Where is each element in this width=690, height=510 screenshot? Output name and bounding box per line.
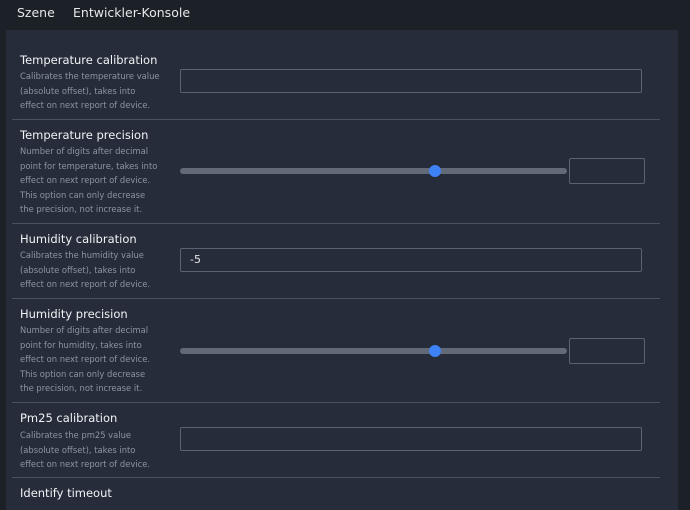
setting-description: Calibrates the humidity value (absolute … xyxy=(20,248,170,292)
divider xyxy=(12,298,660,299)
setting-description: Number of digits after decimal point for… xyxy=(20,144,170,217)
description-line: Number of digits after decimal xyxy=(20,146,149,156)
slider-thumb[interactable] xyxy=(429,165,442,177)
divider xyxy=(12,477,660,478)
description-line: point for temperature, takes into xyxy=(20,160,158,171)
temperature-precision-slider[interactable] xyxy=(180,165,567,177)
slider-thumb[interactable] xyxy=(429,345,442,357)
divider xyxy=(12,119,660,120)
description-line: Number of digits after decimal xyxy=(20,325,149,335)
description-line: the precision, not increase it. xyxy=(20,204,143,215)
description-line: effect on next report of device. xyxy=(20,175,151,186)
description-line: (absolute offset), takes into xyxy=(20,264,136,275)
tab-szene[interactable]: Szene xyxy=(17,5,55,20)
setting-title: Temperature calibration xyxy=(20,53,158,67)
humidity-precision-slider[interactable] xyxy=(180,345,567,357)
pm25-calibration-input[interactable] xyxy=(180,427,642,451)
temperature-precision-input[interactable] xyxy=(569,158,645,184)
description-line: effect on next report of device. xyxy=(20,279,151,290)
temperature-calibration-input[interactable] xyxy=(180,69,642,93)
description-line: (absolute offset), takes into xyxy=(20,444,136,455)
top-tab-bar: Szene Entwickler-Konsole xyxy=(0,0,690,28)
description-line: This option can only decrease xyxy=(20,368,146,379)
setting-title: Temperature precision xyxy=(20,128,149,142)
description-line: the precision, not increase it. xyxy=(20,383,143,394)
setting-description: Calibrates the pm25 value (absolute offs… xyxy=(20,428,170,472)
setting-title: Identify timeout xyxy=(20,486,112,500)
settings-panel: Temperature calibration Calibrates the t… xyxy=(6,30,678,510)
setting-title: Humidity precision xyxy=(20,307,128,321)
humidity-calibration-input[interactable]: -5 xyxy=(180,248,642,272)
description-line: effect on next report of device. xyxy=(20,354,151,365)
description-line: effect on next report of device. xyxy=(20,459,151,470)
setting-title: Humidity calibration xyxy=(20,232,137,246)
humidity-precision-input[interactable] xyxy=(569,338,645,364)
description-line: Calibrates the temperature value xyxy=(20,71,160,81)
divider xyxy=(12,402,660,403)
description-line: (absolute offset), takes into xyxy=(20,85,136,96)
description-line: effect on next report of device. xyxy=(20,100,151,111)
description-line: This option can only decrease xyxy=(20,189,146,200)
divider xyxy=(12,223,660,224)
setting-description: Number of digits after decimal point for… xyxy=(20,323,170,396)
description-line: Calibrates the pm25 value xyxy=(20,430,132,440)
tab-entwickler-konsole[interactable]: Entwickler-Konsole xyxy=(73,5,191,20)
setting-description: Calibrates the temperature value (absolu… xyxy=(20,69,170,113)
description-line: Calibrates the humidity value xyxy=(20,250,144,260)
setting-title: Pm25 calibration xyxy=(20,411,118,425)
description-line: point for humidity, takes into xyxy=(20,339,142,350)
